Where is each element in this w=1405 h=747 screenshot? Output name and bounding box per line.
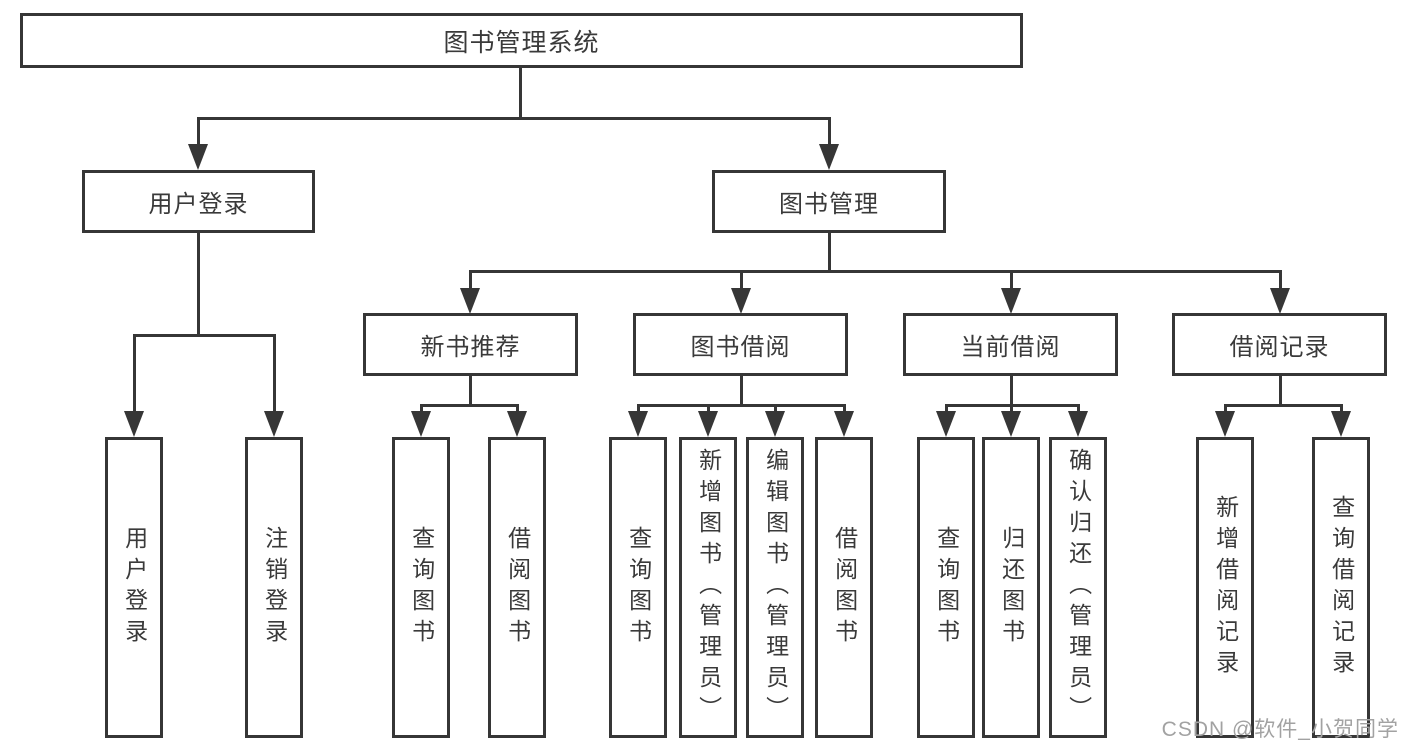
connector-root-stem xyxy=(519,68,522,120)
leaf-confirm-return-admin: 确认归还（管理员） xyxy=(1049,437,1107,738)
connector-drop-book-borrowing xyxy=(740,270,743,292)
connector-current-stem xyxy=(1010,376,1013,407)
connector-drop-b1 xyxy=(420,404,423,416)
node-new-book-recommend-label: 新书推荐 xyxy=(420,334,521,361)
leaf-borrow-books-recommend: 借阅图书 xyxy=(488,437,546,738)
arrowhead-b2 xyxy=(507,411,527,437)
node-user-login-group-label: 用户登录 xyxy=(148,191,249,218)
leaf-borrow-books-borrowing-label: 借阅图书 xyxy=(831,525,858,650)
node-book-management-label: 图书管理 xyxy=(779,191,879,218)
connector-user-login-stem xyxy=(197,233,200,337)
leaf-query-borrow-record-label: 查询借阅记录 xyxy=(1328,494,1355,681)
arrowhead-c2 xyxy=(698,411,718,437)
arrowhead-book-management xyxy=(819,144,839,170)
leaf-logout-login: 注销登录 xyxy=(245,437,303,738)
leaf-add-borrow-record: 新增借阅记录 xyxy=(1196,437,1254,738)
connector-drop-borrowing-records xyxy=(1279,270,1282,292)
leaf-query-books-borrowing: 查询图书 xyxy=(609,437,667,738)
watermark: CSDN @软件_小贺同学 xyxy=(1161,718,1399,741)
connector-drop-c1 xyxy=(637,404,640,416)
connector-drop-user-login xyxy=(197,117,200,149)
leaf-add-book-admin: 新增图书（管理员） xyxy=(679,437,737,738)
node-book-borrowing: 图书借阅 xyxy=(633,313,848,376)
arrowhead-e2 xyxy=(1331,411,1351,437)
leaf-user-login: 用户登录 xyxy=(105,437,163,738)
arrowhead-c3 xyxy=(765,411,785,437)
connector-book-management-stem xyxy=(828,233,831,273)
connector-borrowing-stem xyxy=(740,376,743,407)
connector-borrowing-rail xyxy=(637,404,844,407)
arrowhead-book-borrowing xyxy=(731,288,751,314)
arrowhead-c4 xyxy=(834,411,854,437)
connector-records-stem xyxy=(1279,376,1282,407)
leaf-confirm-return-admin-label: 确认归还（管理员） xyxy=(1065,448,1092,727)
leaf-return-books-label: 归还图书 xyxy=(998,525,1025,650)
arrowhead-leaf-user-login xyxy=(124,411,144,437)
connector-level2-rail xyxy=(197,117,831,120)
arrowhead-user-login xyxy=(188,144,208,170)
connector-recommend-stem xyxy=(469,376,472,407)
leaf-logout-login-label: 注销登录 xyxy=(261,525,288,650)
node-root: 图书管理系统 xyxy=(20,13,1023,68)
arrowhead-d3 xyxy=(1068,411,1088,437)
connector-drop-c3 xyxy=(774,404,777,416)
arrowhead-c1 xyxy=(628,411,648,437)
arrowhead-b1 xyxy=(411,411,431,437)
arrowhead-e1 xyxy=(1215,411,1235,437)
node-current-borrowing-label: 当前借阅 xyxy=(960,334,1061,361)
connector-drop-d1 xyxy=(945,404,948,416)
leaf-add-borrow-record-label: 新增借阅记录 xyxy=(1212,494,1239,681)
arrowhead-d2 xyxy=(1001,411,1021,437)
arrowhead-new-book-recommend xyxy=(460,288,480,314)
connector-drop-c2 xyxy=(707,404,710,416)
connector-records-rail xyxy=(1224,404,1341,407)
connector-drop-d3 xyxy=(1077,404,1080,416)
connector-drop-new-book-recommend xyxy=(469,270,472,292)
leaf-edit-book-admin: 编辑图书（管理员） xyxy=(746,437,804,738)
leaf-query-books-current: 查询图书 xyxy=(917,437,975,738)
node-borrowing-records-label: 借阅记录 xyxy=(1229,334,1330,361)
node-new-book-recommend: 新书推荐 xyxy=(363,313,578,376)
arrowhead-current-borrowing xyxy=(1001,288,1021,314)
leaf-return-books: 归还图书 xyxy=(982,437,1040,738)
connector-drop-current-borrowing xyxy=(1010,270,1013,292)
node-user-login-group: 用户登录 xyxy=(82,170,315,233)
connector-drop-c4 xyxy=(843,404,846,416)
leaf-query-borrow-record: 查询借阅记录 xyxy=(1312,437,1370,738)
leaf-query-books-recommend-label: 查询图书 xyxy=(408,525,435,650)
connector-recommend-rail xyxy=(420,404,518,407)
leaf-query-books-recommend: 查询图书 xyxy=(392,437,450,738)
connector-drop-leaf-logout xyxy=(273,334,276,416)
leaf-borrow-books-borrowing: 借阅图书 xyxy=(815,437,873,738)
leaf-query-books-current-label: 查询图书 xyxy=(933,525,960,650)
leaf-borrow-books-recommend-label: 借阅图书 xyxy=(504,525,531,650)
leaf-add-book-admin-label: 新增图书（管理员） xyxy=(695,448,722,727)
arrowhead-borrowing-records xyxy=(1270,288,1290,314)
node-root-label: 图书管理系统 xyxy=(443,28,600,57)
leaf-user-login-label: 用户登录 xyxy=(121,525,148,650)
node-book-management: 图书管理 xyxy=(712,170,946,233)
node-borrowing-records: 借阅记录 xyxy=(1172,313,1387,376)
connector-drop-leaf-user-login xyxy=(133,334,136,416)
arrowhead-d1 xyxy=(936,411,956,437)
connector-drop-d2 xyxy=(1010,404,1013,416)
connector-drop-e1 xyxy=(1224,404,1227,416)
node-current-borrowing: 当前借阅 xyxy=(903,313,1118,376)
connector-drop-e2 xyxy=(1340,404,1343,416)
connector-level3-rail xyxy=(469,270,1282,273)
connector-drop-b2 xyxy=(516,404,519,416)
connector-user-login-rail xyxy=(133,334,276,337)
arrowhead-leaf-logout xyxy=(264,411,284,437)
connector-drop-book-management xyxy=(828,117,831,149)
leaf-edit-book-admin-label: 编辑图书（管理员） xyxy=(762,448,789,727)
leaf-query-books-borrowing-label: 查询图书 xyxy=(625,525,652,650)
node-book-borrowing-label: 图书借阅 xyxy=(690,334,791,361)
